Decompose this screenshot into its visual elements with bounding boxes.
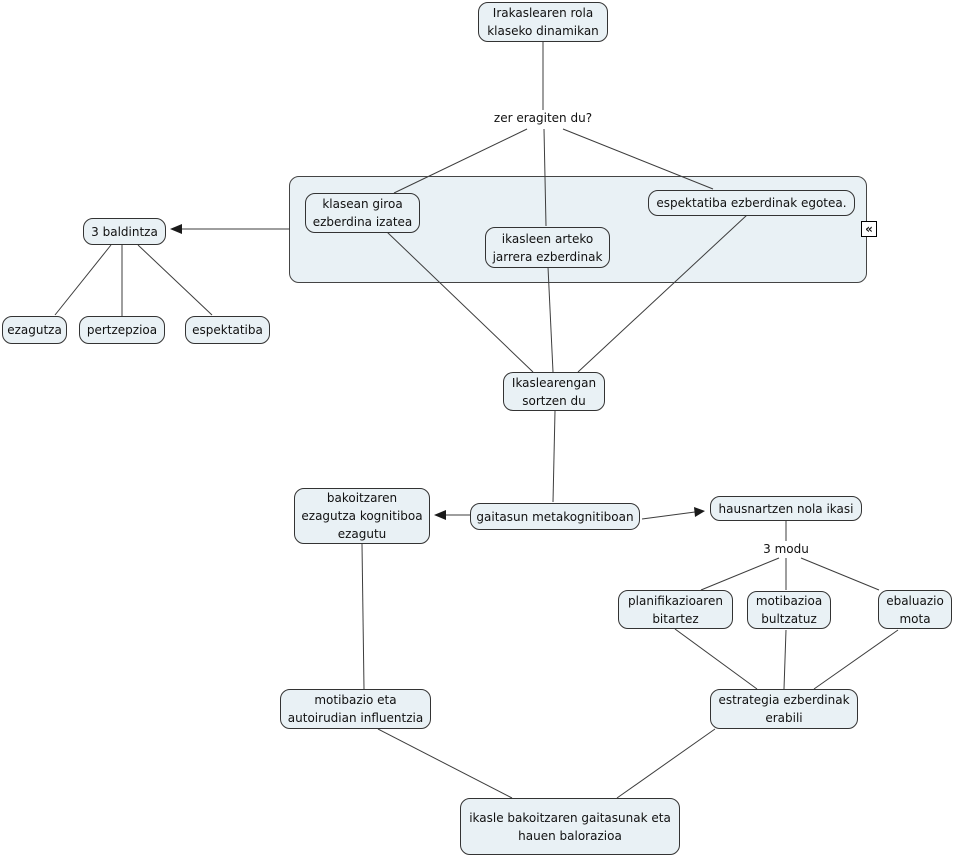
edge-ikasleen-to-ikaslearengan — [547, 266, 554, 373]
edge-modu-to-ebaluazio — [800, 557, 880, 591]
edge-label-to-klasean — [393, 128, 528, 194]
edge-baldintza-to-ezagutza — [54, 244, 112, 316]
node-ikaslearengan-sortzen[interactable]: Ikaslearengan sortzen du — [503, 372, 605, 411]
link-label-3-modu: 3 modu — [763, 542, 809, 556]
node-irakaslearen-rola[interactable]: Irakaslearen rola klaseko dinamikan — [478, 2, 608, 42]
edge-motibazio-eta-to-ikasle — [377, 728, 513, 799]
node-ikasle-bakoitzaren-gaitasunak[interactable]: ikasle bakoitzaren gaitasunak eta hauen … — [460, 798, 680, 855]
edge-label-to-ikasleen — [543, 128, 547, 227]
edge-espektatiba-egotea-to-ikaslearengan — [577, 214, 748, 373]
node-ebaluazio-mota[interactable]: ebaluazio mota — [878, 590, 952, 629]
node-espektatiba[interactable]: espektatiba — [185, 316, 270, 344]
edge-gaitasun-to-hausnartzen — [641, 511, 696, 520]
edge-ikaslearengan-to-gaitasun — [552, 410, 556, 503]
node-motibazio-eta-autoirudian[interactable]: motibazio eta autoirudian influentzia — [280, 689, 431, 729]
node-bakoitzaren-ezagutza[interactable]: bakoitzaren ezagutza kognitiboa ezagutu — [294, 488, 430, 544]
arrowhead-hausnartzen — [694, 507, 705, 517]
edge-modu-to-planifikazioaren — [700, 557, 780, 591]
node-estrategia-ezberdinak[interactable]: estrategia ezberdinak erabili — [710, 689, 858, 729]
edge-motibazioa-to-estrategia — [783, 629, 787, 690]
node-pertzepzioa[interactable]: pertzepzioa — [79, 316, 165, 344]
arrowhead-baldintza — [170, 224, 182, 234]
node-gaitasun-metakognitiboan[interactable]: gaitasun metakognitiboan — [470, 503, 640, 530]
edge-planifikazioaren-to-estrategia — [674, 628, 758, 690]
edge-estrategia-to-ikasle — [616, 728, 716, 799]
node-hausnartzen-nola-ikasi[interactable]: hausnartzen nola ikasi — [710, 496, 862, 521]
node-ikasleen-arteko[interactable]: ikasleen arteko jarrera ezberdinak — [485, 227, 610, 268]
node-ezagutza[interactable]: ezagutza — [2, 316, 67, 344]
link-label-zer-eragiten-du: zer eragiten du? — [493, 111, 593, 125]
edge-klasean-to-ikaslearengan — [386, 231, 534, 373]
collapse-chevrons-icon[interactable]: « — [861, 221, 877, 237]
edge-bakoitzaren-to-motibazio-eta — [361, 543, 365, 690]
node-3-baldintza[interactable]: 3 baldintza — [83, 218, 166, 245]
arrowhead-bakoitzaren — [434, 510, 446, 520]
edge-ebaluazio-to-estrategia — [813, 629, 899, 690]
node-planifikazioaren-bitartez[interactable]: planifikazioaren bitartez — [618, 590, 733, 629]
edge-label-to-espektatiba-egotea — [562, 128, 714, 190]
edge-baldintza-to-espektatiba — [137, 244, 213, 316]
node-motibazioa-bultzatuz[interactable]: motibazioa bultzatuz — [747, 591, 831, 629]
node-klasean-giroa[interactable]: klasean giroa ezberdina izatea — [305, 193, 420, 233]
node-espektatiba-ezberdinak-egotea[interactable]: espektatiba ezberdinak egotea. — [648, 190, 855, 216]
